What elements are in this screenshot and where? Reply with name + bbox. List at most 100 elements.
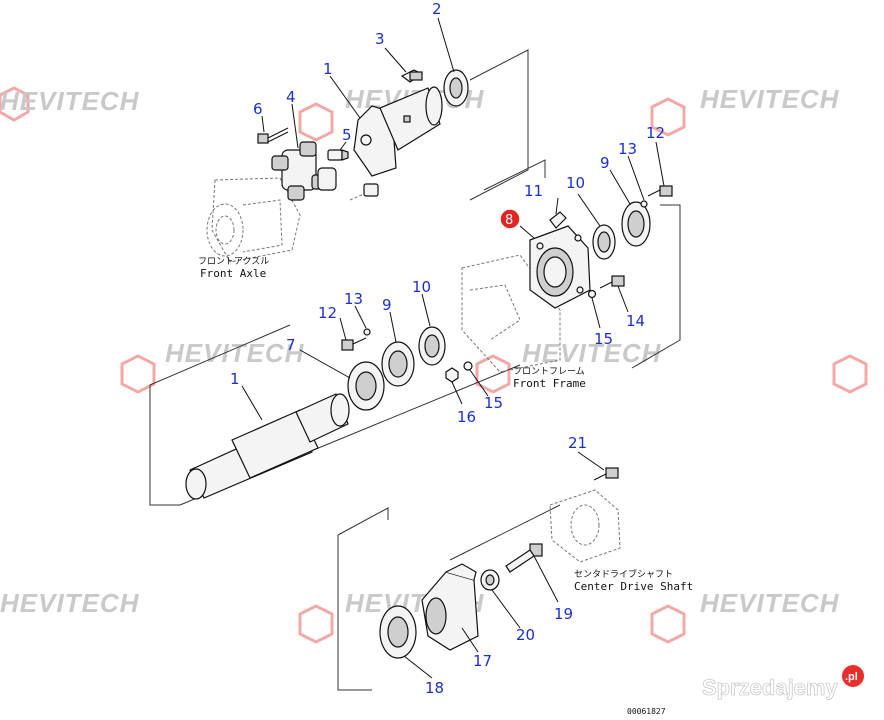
center-shaft-label: Center Drive Shaft [574, 580, 693, 593]
front-axle-jp-label: フロントアクスル [198, 256, 269, 267]
hevitech-logo-icon [298, 604, 334, 644]
notes: フロントアクスル Front Axle フロントフレーム Front Frame… [198, 256, 693, 716]
watermark-6 [832, 354, 868, 394]
part-10-bearing-right [592, 224, 616, 260]
watermark-text: HEVITECH [0, 86, 140, 116]
bottom-assembly-frame [337, 507, 389, 536]
part-12-bolt-right [640, 185, 673, 208]
part-20-washer [480, 569, 500, 591]
callout-18: 18 [425, 679, 444, 697]
front-axle-label: Front Axle [200, 267, 266, 280]
callout-19: 19 [554, 605, 573, 623]
part-4-cross [271, 141, 337, 201]
hevitech-logo-icon [475, 354, 511, 394]
part-12-bolt-left [341, 328, 371, 351]
callout-15-right: 15 [594, 330, 613, 348]
watermark-text: HEVITECH [700, 588, 840, 618]
callout-4: 4 [286, 88, 296, 106]
callout-10-left: 10 [412, 278, 431, 296]
callout-1-mid: 1 [230, 370, 240, 388]
leader-lines [241, 17, 665, 679]
part-14-bolt [599, 275, 625, 289]
watermark-text: HEVITECH [0, 588, 140, 618]
part-1-yoke [353, 86, 443, 177]
watermark-7: HEVITECH [0, 588, 140, 618]
part-15-washer-left [463, 361, 473, 371]
callout-11: 11 [524, 182, 543, 200]
hevitech-logo-icon [298, 102, 334, 142]
callout-20: 20 [516, 626, 535, 644]
callout-15-left: 15 [484, 394, 503, 412]
callout-13-left: 13 [344, 290, 363, 308]
watermark-4: HEVITECH [120, 338, 305, 394]
watermark-text: HEVITECH [165, 338, 305, 368]
hevitech-logo-icon [650, 604, 686, 644]
part-10-bearing-left [418, 326, 446, 366]
callout-12-left: 12 [318, 304, 337, 322]
callout-8-highlight: 8 [499, 208, 521, 230]
callout-1-top: 1 [323, 60, 333, 78]
callout-5: 5 [342, 126, 352, 144]
part-16-nut [445, 367, 459, 383]
front-frame-jp-label: フロントフレーム [513, 366, 585, 377]
site-watermark: Sprzedajemy .pl [702, 665, 864, 700]
part-8-housing [529, 225, 591, 309]
front-frame-ghost [461, 254, 561, 373]
part-9-ring-right [621, 201, 651, 247]
bottom-assembly-frame-3 [449, 504, 561, 561]
top-assembly [206, 69, 469, 263]
part-11-nipple [549, 211, 567, 229]
center-shaft-jp-label: センタドライブシャフト [574, 568, 673, 580]
hevitech-logo-icon [120, 354, 156, 394]
site-badge: .pl [845, 671, 858, 683]
bottom-assembly-frame-2 [337, 535, 372, 691]
watermark-text: HEVITECH [522, 338, 662, 368]
part-7-seal [347, 361, 385, 411]
bottom-assembly [379, 467, 621, 659]
callout-13-right: 13 [618, 140, 637, 158]
mid-assembly [185, 326, 473, 500]
callout-6: 6 [253, 100, 263, 118]
site-badge-icon [842, 665, 864, 687]
callout-8: 8 [505, 213, 513, 228]
callout-10-right: 10 [566, 174, 585, 192]
front-frame-label: Front Frame [513, 377, 586, 390]
part-5-fitting [327, 149, 349, 161]
part-6-bolt [257, 127, 289, 144]
part-15-washer-right [587, 289, 597, 299]
part-1-shaft [185, 393, 350, 500]
hevitech-logo-icon [832, 354, 868, 394]
part-21-bolt [593, 467, 619, 481]
hevitech-logo-icon [650, 97, 686, 137]
small-bolt [349, 183, 379, 201]
watermark-1: HEVITECH [0, 86, 140, 122]
watermark-text: HEVITECH [700, 84, 840, 114]
watermark-3: HEVITECH [650, 84, 840, 137]
part-3-fitting [400, 69, 424, 83]
callout-14: 14 [626, 312, 645, 330]
callout-7: 7 [286, 336, 296, 354]
watermark-9: HEVITECH [650, 588, 840, 644]
callout-9-left: 9 [382, 296, 392, 314]
site-name: Sprzedajemy [702, 675, 838, 700]
hevitech-logo-icon [0, 86, 30, 122]
front-axle-ghost [206, 177, 301, 263]
part-18-seal [379, 605, 417, 659]
right-assembly-frame-2 [631, 204, 681, 369]
center-shaft-ghost [549, 489, 621, 563]
callout-9-right: 9 [600, 154, 610, 172]
mid-assembly-frame-2 [149, 324, 291, 386]
right-assembly [461, 185, 673, 373]
right-assembly-frame [483, 159, 546, 191]
callout-21: 21 [568, 434, 587, 452]
callout-3: 3 [375, 30, 385, 48]
part-2-seal [443, 69, 469, 107]
callouts: 1 2 3 4 5 6 8 9 10 11 12 13 14 15 12 13 … [230, 0, 665, 697]
part-19-bolt [505, 543, 543, 573]
callout-2: 2 [432, 0, 442, 18]
drawing-code: 00061827 [627, 707, 666, 716]
callout-17: 17 [473, 652, 492, 670]
top-assembly-frame [469, 49, 529, 201]
callout-12-right: 12 [646, 124, 665, 142]
